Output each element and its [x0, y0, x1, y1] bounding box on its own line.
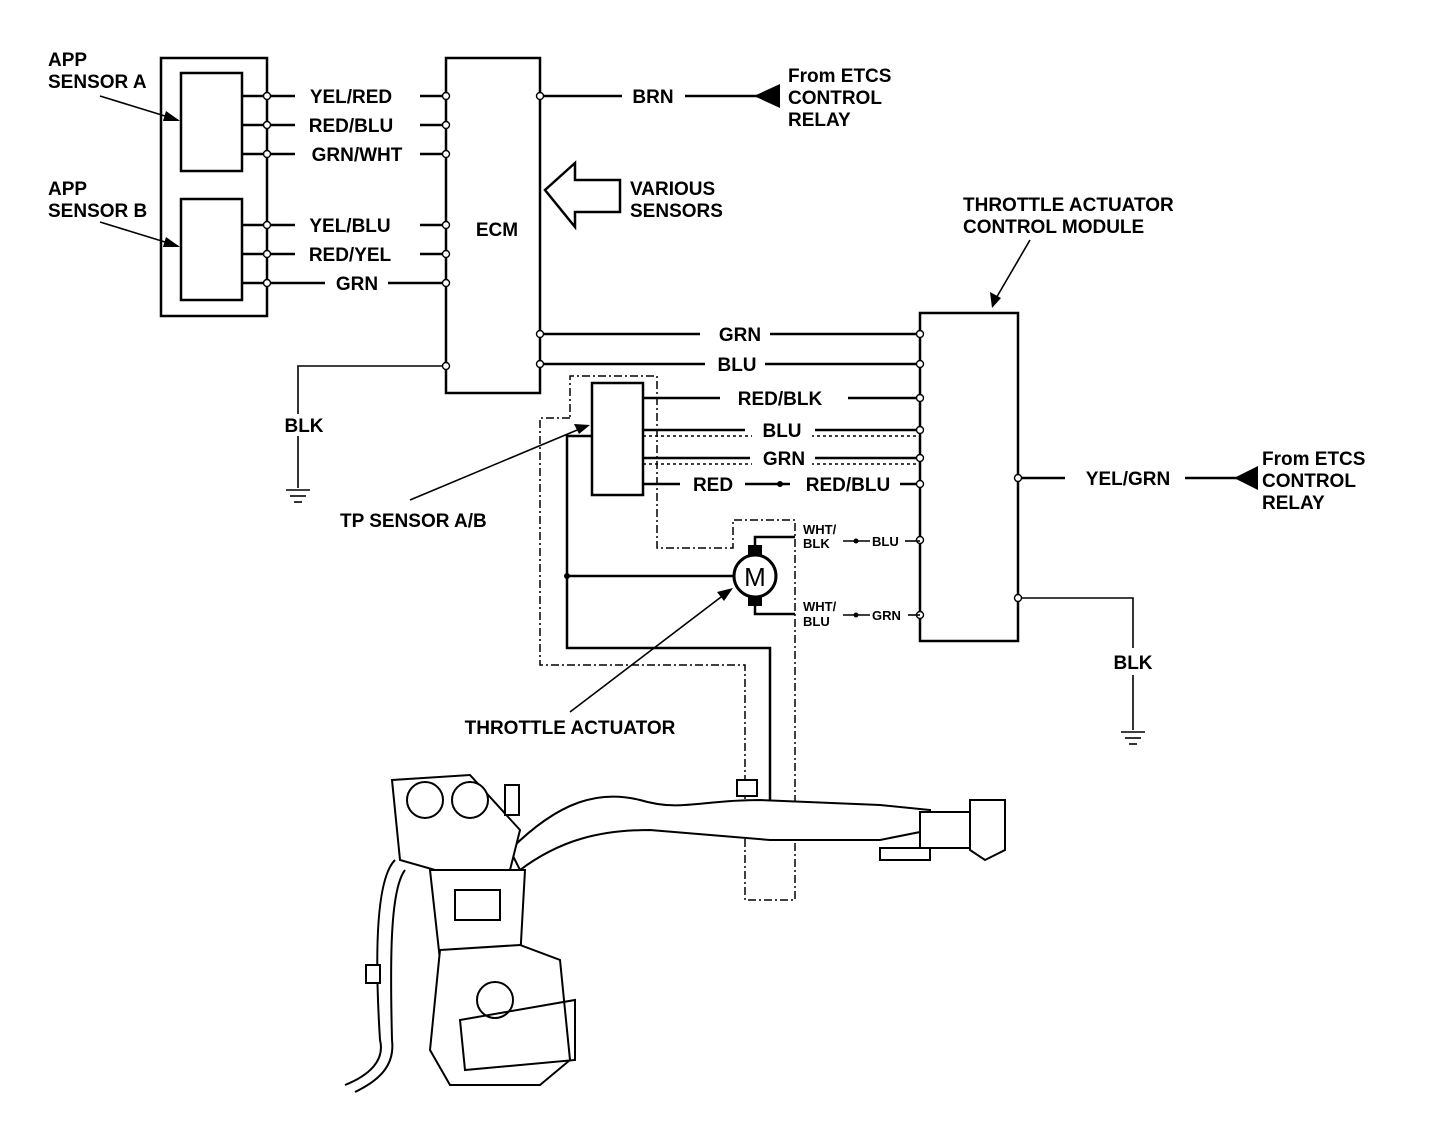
throttle-actuator-label: THROTTLE ACTUATOR [465, 718, 676, 739]
tacm-box [918, 311, 1020, 643]
wire-label: BLU [717, 355, 756, 376]
app-sensor-b-label: APP [48, 179, 87, 200]
app-sensor-b-label: SENSOR B [48, 201, 147, 222]
wire-label: BLU [872, 534, 899, 549]
wire-label: RED [693, 475, 733, 496]
wire-label: RED/BLU [806, 475, 890, 496]
wire-label: WHT/ [803, 599, 837, 614]
wire-label: YEL/GRN [1086, 469, 1170, 490]
wire-label: RED/YEL [309, 245, 392, 266]
ground-icon [1121, 731, 1145, 745]
ecm-ground-label: BLK [284, 416, 323, 437]
etcs-relay-label: CONTROL [1262, 471, 1356, 492]
wire-label: BLU [762, 421, 801, 442]
tp-sensor-label: TP SENSOR A/B [340, 511, 487, 532]
wire-label: RED/BLK [738, 389, 823, 410]
brn-wire-label: BRN [632, 87, 673, 108]
wire-label: GRN [336, 274, 378, 295]
various-sensors-label: SENSORS [630, 201, 723, 222]
app-sensor-assembly [159, 56, 269, 318]
wire-label: GRN/WHT [312, 145, 403, 166]
tp-sensor-box [590, 381, 645, 497]
wire-label: YEL/BLU [309, 216, 390, 237]
throttle-body-boundary [539, 375, 796, 901]
app-sensor-a-box [179, 71, 244, 173]
wire-label: GRN [719, 325, 761, 346]
etcs-relay-label: From ETCS [788, 66, 891, 87]
wire-label: GRN [872, 608, 901, 623]
wire-label: GRN [763, 449, 805, 470]
tacm-ground-label: BLK [1113, 653, 1152, 674]
various-sensors-label: VARIOUS [630, 179, 715, 200]
wire-label: RED/BLU [309, 116, 393, 137]
app-sensor-a-label: SENSOR A [48, 72, 147, 93]
ground-icon [286, 489, 310, 503]
wire-label: WHT/ [803, 522, 837, 537]
wire-label: BLU [803, 614, 830, 629]
wire-label: YEL/RED [310, 87, 392, 108]
motor-symbol: M [744, 562, 766, 592]
etcs-relay-label: CONTROL [788, 88, 882, 109]
app-terminals [262, 91, 272, 288]
etcs-relay-label: RELAY [788, 110, 851, 131]
app-sensor-a-label: APP [48, 50, 87, 71]
relay-arrow-icon [754, 84, 780, 108]
ecm-label: ECM [476, 220, 518, 241]
tacm-label: THROTTLE ACTUATOR [963, 195, 1174, 216]
various-sensors-arrow-icon [543, 160, 622, 231]
app-wires [267, 94, 446, 285]
tacm-label: CONTROL MODULE [963, 217, 1144, 238]
ecm-terminals [441, 91, 451, 288]
wire-label: BLK [803, 536, 830, 551]
relay-arrow-icon [1234, 466, 1258, 490]
app-sensor-b-box [179, 197, 244, 302]
engine-illustration [344, 773, 1006, 1093]
etcs-relay-label: RELAY [1262, 493, 1325, 514]
etcs-relay-label: From ETCS [1262, 449, 1365, 470]
